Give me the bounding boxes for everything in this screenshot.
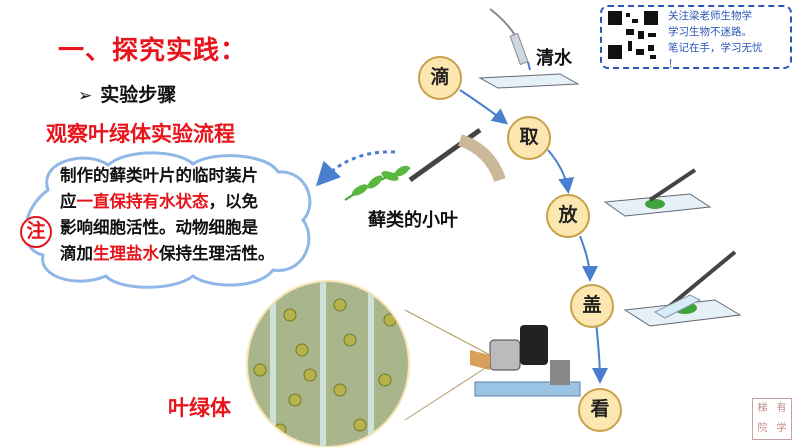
chloroplast-label: 叶绿体 <box>168 396 231 420</box>
step-cover: 盖 <box>570 284 614 328</box>
seal-stamp: 梯有 院学 <box>752 398 792 440</box>
coverslip-illustration <box>623 250 742 327</box>
step-drop: 滴 <box>418 56 462 100</box>
note-line: 应一直保持有水状态，以免 <box>60 192 258 211</box>
tweezers-illustration <box>408 127 506 183</box>
moss-leaf-illustration <box>344 165 411 201</box>
note-badge: 注 <box>20 216 52 248</box>
flow-title: 观察叶绿体实验流程 <box>46 122 235 146</box>
arrow-bullet-icon: ➢ <box>78 86 93 106</box>
qr-code-icon <box>606 9 660 61</box>
moss-label: 藓类的小叶 <box>368 210 458 231</box>
note-line: 滴加生理盐水保持生理活性。 <box>60 244 275 263</box>
water-label: 清水 <box>536 48 572 69</box>
step-take: 取 <box>507 116 551 160</box>
step-place: 放 <box>546 194 590 238</box>
note-line: 影响细胞活性。动物细胞是 <box>60 218 258 237</box>
dropper-illustration <box>478 8 580 89</box>
subtitle-text: 实验步骤 <box>100 84 177 106</box>
step-look: 看 <box>578 388 622 432</box>
slide-place-illustration <box>603 168 712 217</box>
qr-caption: 关注梁老师生物学 学习生物不迷路。 笔记在手，学习无忧 ！ <box>668 10 763 70</box>
subtitle: ➢ 实验步骤 <box>78 80 176 107</box>
note-line: 制作的藓类叶片的临时装片 <box>60 166 258 185</box>
note-text: 制作的藓类叶片的临时装片 应一直保持有水状态，以免 影响细胞活性。动物细胞是 滴… <box>60 163 310 267</box>
note-cloud-shape <box>24 151 312 289</box>
chloroplast-view <box>246 280 410 447</box>
microscope-illustration <box>470 325 581 397</box>
view-projection-lines <box>404 309 491 421</box>
page-title: 一、探究实践： <box>58 36 248 66</box>
